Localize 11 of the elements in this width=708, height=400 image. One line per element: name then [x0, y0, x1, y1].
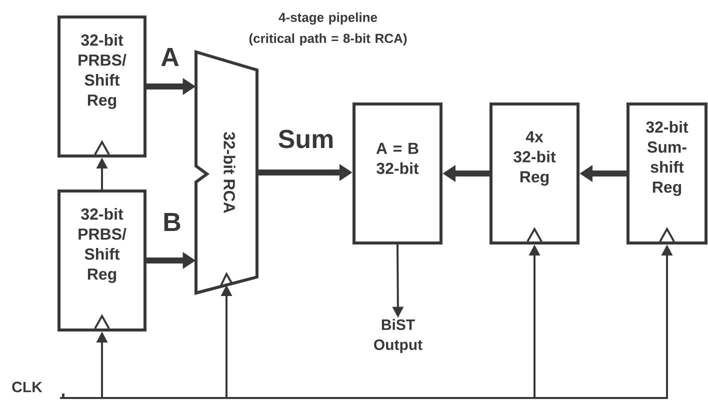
signal-label: BiST Output [374, 319, 422, 353]
register-box: 32-bit PRBS/ Shift Reg [58, 190, 146, 332]
register-box: 4x 32-bit Reg [490, 102, 580, 244]
title: 4-stage pipeline (critical path = 8-bit RCA) [249, 12, 407, 46]
edge-label: A [161, 48, 179, 66]
register-box: 32-bit PRBS/ Shift Reg [58, 16, 146, 158]
signal-label: CLK [12, 382, 42, 392]
register-box: 32-bit Sum-shift Reg [626, 102, 708, 244]
register-box: A = B 32-bit [352, 102, 442, 244]
edge-label: B [164, 213, 180, 231]
edge-label: Sum [278, 130, 333, 148]
